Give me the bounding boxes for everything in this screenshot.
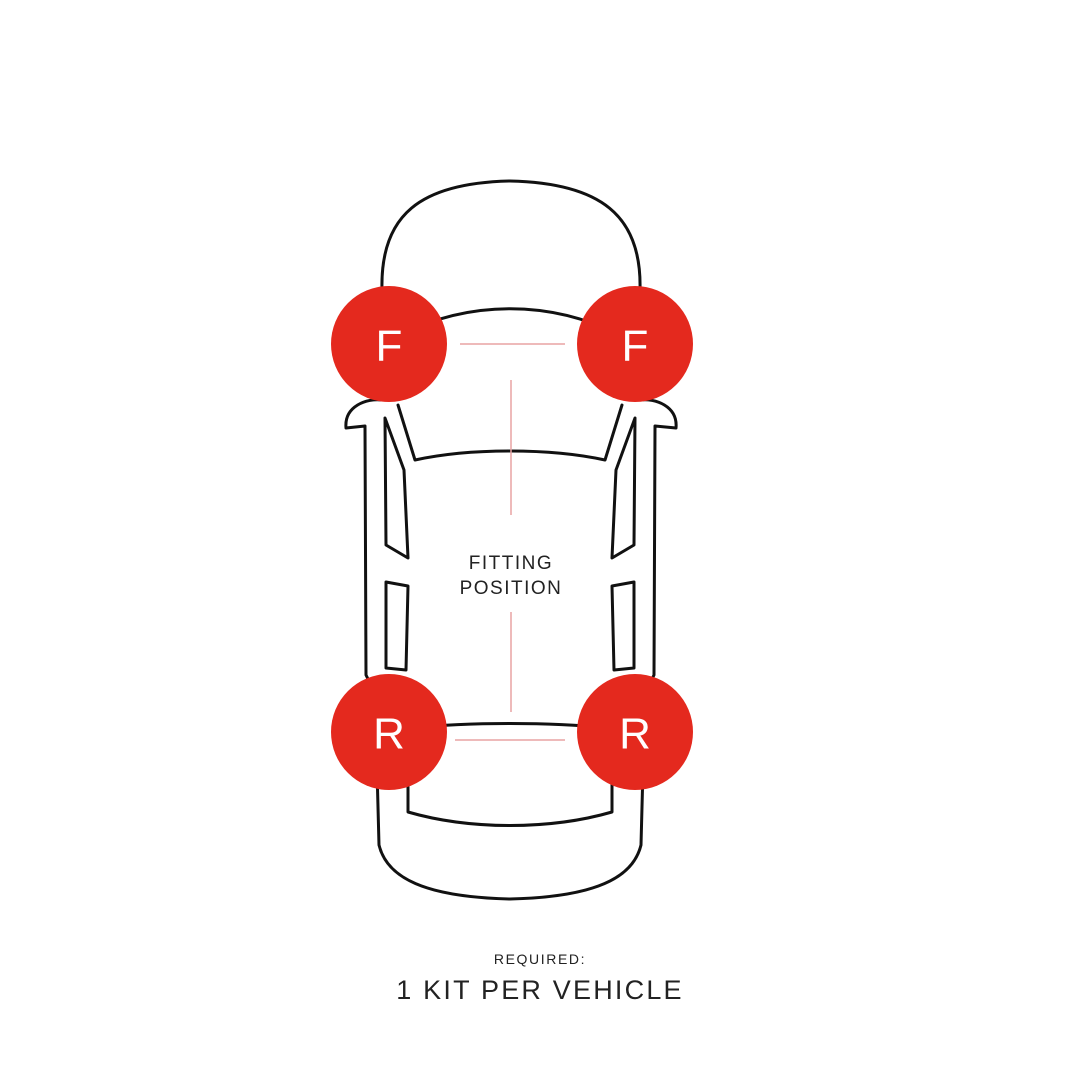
front-left-marker-circle — [331, 286, 447, 402]
front-right-marker-letter: F — [622, 322, 649, 371]
rear-windshield — [406, 728, 614, 827]
left-rear-window — [384, 580, 410, 672]
fitting-label-line1: FITTING — [469, 553, 553, 574]
rear-left-marker-circle — [331, 674, 447, 790]
rear-right-marker-circle — [577, 674, 693, 790]
fitting-label-line2: POSITION — [460, 578, 563, 599]
front-right-marker-circle — [577, 286, 693, 402]
right-front-window — [610, 416, 637, 560]
front-left-marker-letter: F — [376, 322, 403, 371]
car-body-outline — [344, 179, 678, 901]
front-left-marker: F — [331, 286, 447, 402]
required-label: REQUIRED: — [493, 951, 587, 967]
guide-lines — [455, 343, 565, 741]
windshield-bottom — [396, 403, 624, 462]
rear-left-marker-letter: R — [373, 710, 405, 759]
rear-right-marker: R — [577, 674, 693, 790]
right-rear-window — [610, 580, 636, 672]
front-right-marker: F — [577, 286, 693, 402]
left-front-window — [383, 416, 410, 560]
kit-quantity-label: 1 KIT PER VEHICLE — [396, 975, 684, 1005]
rear-left-marker: R — [331, 674, 447, 790]
rear-right-marker-letter: R — [619, 710, 651, 759]
